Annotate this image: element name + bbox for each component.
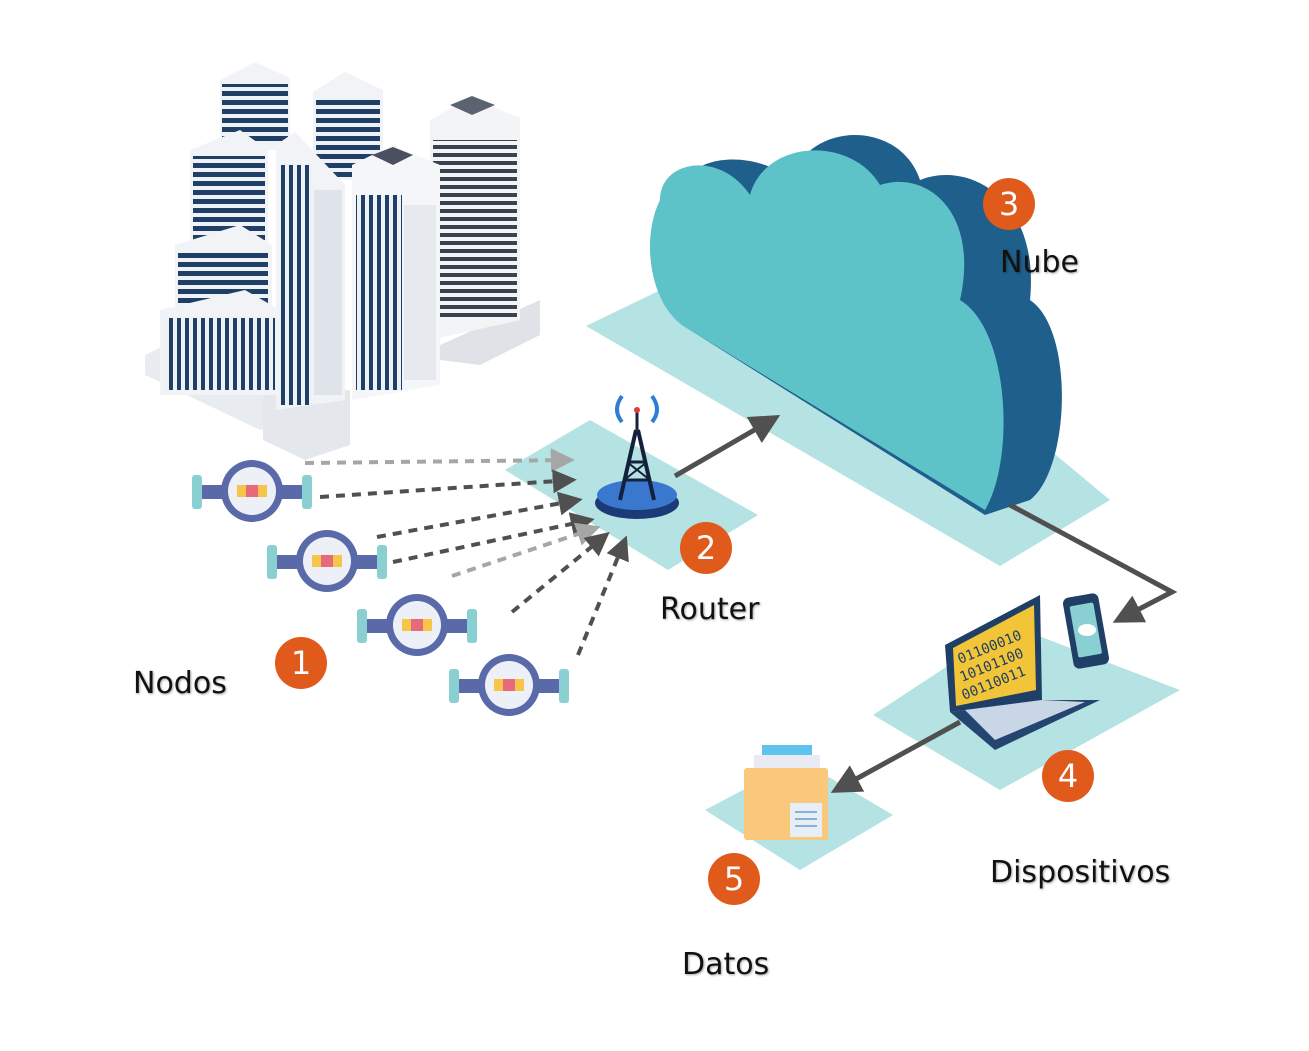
label-router: Router [660,592,760,627]
smartphone-icon [1062,593,1110,669]
step-badge: 1 [275,637,327,689]
node-signal-arrows [304,448,629,656]
water-meter-icon [449,654,569,716]
label-nodos: Nodos [133,666,227,701]
antenna-tower-icon [595,394,679,519]
water-meter-icon [267,530,387,592]
label-dispositivos: Dispositivos [990,855,1171,890]
water-meter-icon [357,594,477,656]
devices-to-data-arrow [830,719,962,793]
cloud-to-devices-arrow [1008,502,1178,623]
step-badge: 4 [1042,750,1094,802]
step-badge: 5 [708,853,760,905]
water-meter-icon [192,460,312,522]
laptop-icon: 01100010 10101100 00110011 [945,595,1100,750]
cloud-icon [650,135,1062,515]
label-datos: Datos [682,947,770,982]
step-badge: 2 [680,522,732,574]
step-badge: 3 [983,178,1035,230]
folder-icon [744,745,828,840]
city-buildings-icon [145,62,540,460]
label-nube: Nube [1000,245,1079,280]
router-to-cloud-arrow [673,414,781,479]
